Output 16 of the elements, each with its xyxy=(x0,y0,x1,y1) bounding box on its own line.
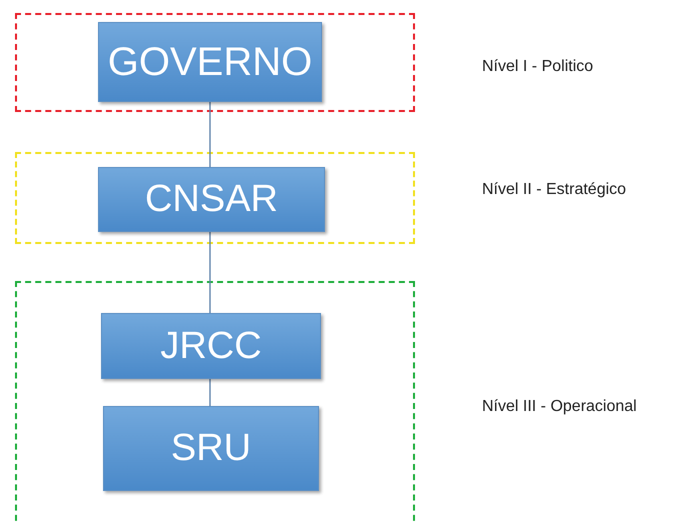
dashed-frame xyxy=(15,152,415,244)
box-label: CNSAR xyxy=(144,178,278,221)
box-label: JRCC xyxy=(160,324,262,368)
box-label: SRU xyxy=(170,427,252,470)
connector-line xyxy=(209,379,211,406)
level-label: Nível I - Politico xyxy=(482,58,594,76)
org-box xyxy=(101,313,321,379)
connector-line xyxy=(209,232,211,313)
connector-line xyxy=(209,102,211,167)
level-label: Nível III - Operacional xyxy=(482,398,637,416)
org-box xyxy=(103,406,319,491)
dashed-frame xyxy=(15,13,415,112)
org-box xyxy=(98,22,322,102)
level-label: Nível II - Estratégico xyxy=(482,181,626,199)
box-label: GOVERNO xyxy=(108,40,312,84)
org-box xyxy=(98,167,325,232)
